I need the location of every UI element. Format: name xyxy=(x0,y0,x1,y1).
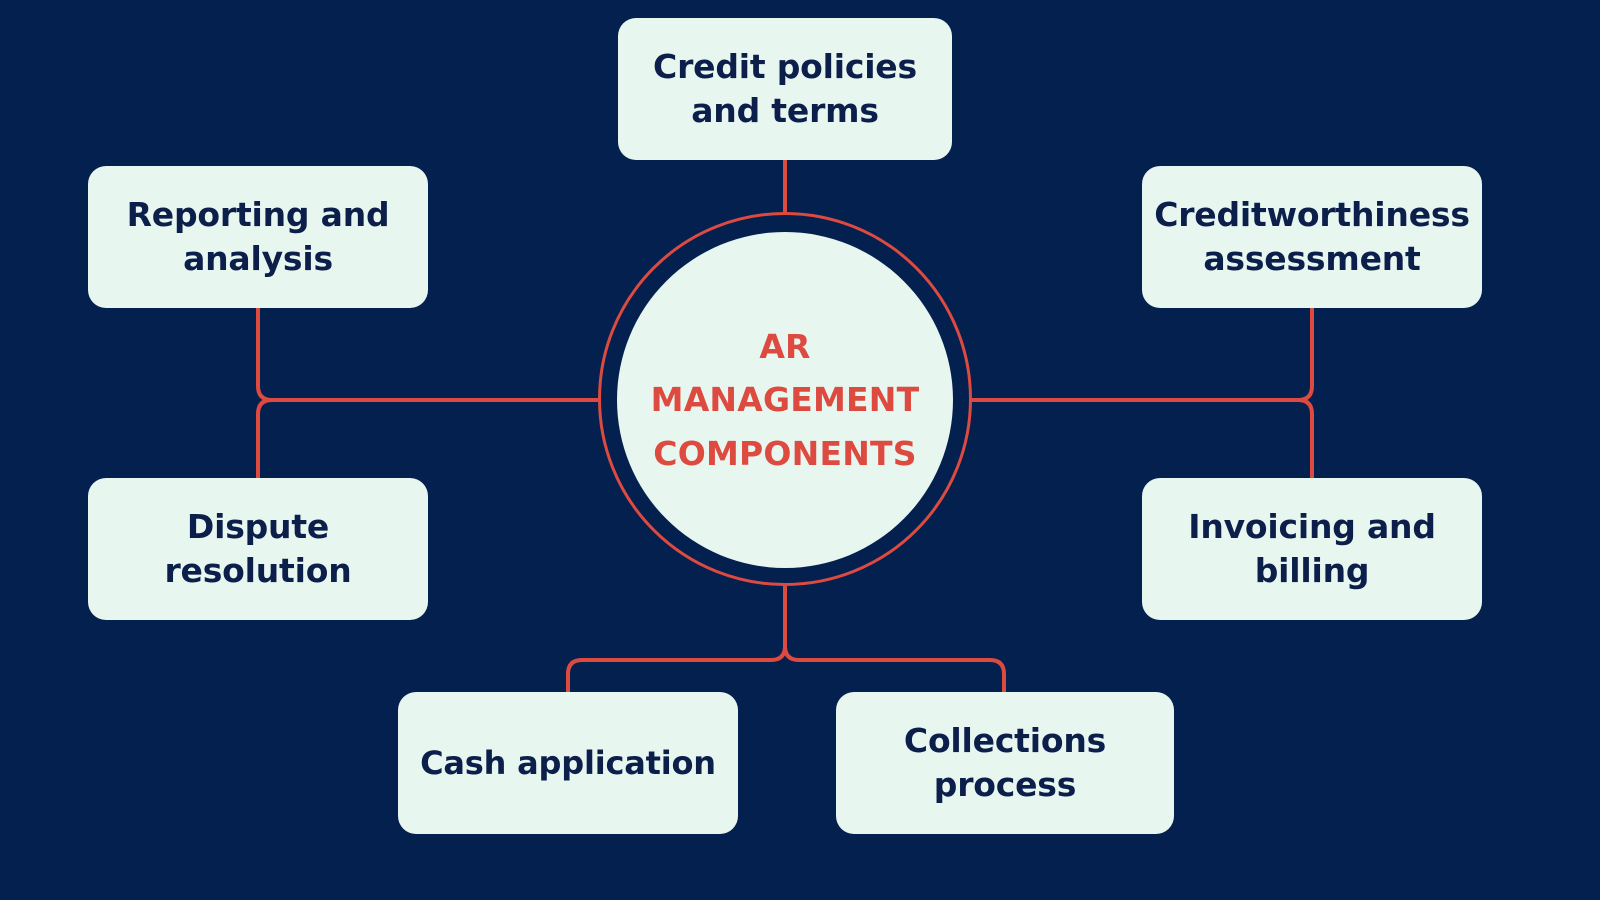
node-collections-process[interactable]: Collections process xyxy=(836,692,1174,834)
node-collections-process-label: Collections process xyxy=(903,721,1107,804)
hub-title-line-1: AR xyxy=(759,326,811,366)
hub-title-line-3: COMPONENTS xyxy=(653,433,917,473)
node-creditworthiness-assessment[interactable]: Creditworthiness assessment xyxy=(1142,166,1482,308)
connector-collections xyxy=(783,645,1006,692)
node-reporting-and-analysis[interactable]: Reporting and analysis xyxy=(88,166,428,308)
node-invoicing-and-billing-label: Invoicing and billing xyxy=(1188,507,1436,590)
node-invoicing-and-billing[interactable]: Invoicing and billing xyxy=(1142,478,1482,620)
node-cash-application-label: Cash application xyxy=(420,743,716,782)
connector-creditworthiness xyxy=(1297,308,1314,402)
connector-dispute xyxy=(256,398,273,478)
node-credit-policies-label: Credit policies and terms xyxy=(653,47,917,130)
node-dispute-resolution-label: Dispute resolution xyxy=(164,507,352,590)
hub-circle: AR MANAGEMENT COMPONENTS xyxy=(617,232,953,568)
node-dispute-resolution[interactable]: Dispute resolution xyxy=(88,478,428,620)
connector-reporting xyxy=(256,308,273,402)
node-cash-application[interactable]: Cash application xyxy=(398,692,738,834)
hub-title-line-2: MANAGEMENT xyxy=(650,380,920,420)
connector-invoicing xyxy=(1297,398,1314,478)
node-credit-policies[interactable]: Credit policies and terms xyxy=(618,18,952,160)
node-creditworthiness-assessment-label: Creditworthiness assessment xyxy=(1154,195,1470,278)
connector-cash-application xyxy=(566,645,787,692)
hub-title: AR MANAGEMENT COMPONENTS xyxy=(635,320,935,480)
node-reporting-and-analysis-label: Reporting and analysis xyxy=(126,195,390,278)
